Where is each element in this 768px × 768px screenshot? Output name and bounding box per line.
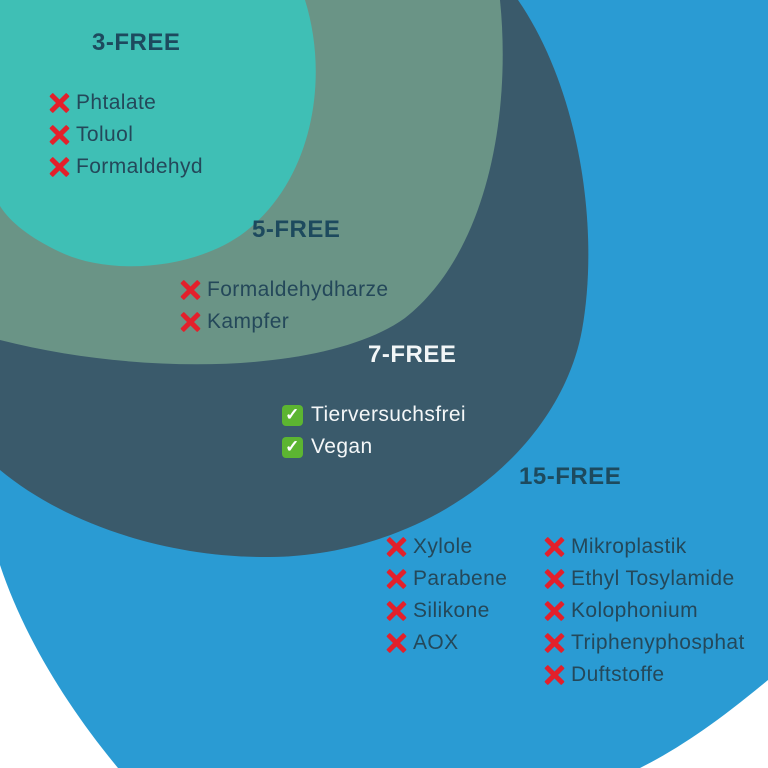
list-15-free-col1: Xylole Parabene Silikone AOX — [385, 531, 507, 659]
heading-3-free: 3-FREE — [92, 29, 181, 56]
item-label: Silikone — [413, 599, 490, 622]
list-item: Xylole — [385, 531, 507, 563]
cross-mark-icon — [179, 311, 201, 333]
list-item: Duftstoffe — [543, 659, 745, 691]
item-label: Duftstoffe — [571, 663, 665, 686]
list-15-free-col2: Mikroplastik Ethyl Tosylamide Kolophoniu… — [543, 531, 745, 691]
list-5-free: Formaldehydharze Kampfer — [179, 274, 389, 338]
list-item: Phtalate — [48, 87, 203, 119]
list-item: Kolophonium — [543, 595, 745, 627]
heading-5-free: 5-FREE — [252, 216, 341, 243]
item-label: Formaldehyd — [76, 155, 203, 178]
cross-mark-icon — [543, 600, 565, 622]
list-item: Mikroplastik — [543, 531, 745, 563]
cross-mark-icon — [48, 156, 70, 178]
cross-mark-icon — [543, 664, 565, 686]
item-label: Toluol — [76, 123, 134, 146]
list-item: Formaldehydharze — [179, 274, 389, 306]
list-item: Toluol — [48, 119, 203, 151]
heading-7-free: 7-FREE — [368, 341, 457, 368]
item-label: Kolophonium — [571, 599, 698, 622]
cross-mark-icon — [543, 568, 565, 590]
cross-mark-icon — [385, 600, 407, 622]
item-label: Mikroplastik — [571, 535, 687, 558]
cross-mark-icon — [48, 92, 70, 114]
cross-mark-icon — [385, 568, 407, 590]
cross-mark-icon — [543, 632, 565, 654]
list-item: Formaldehyd — [48, 151, 203, 183]
item-label: Kampfer — [207, 310, 290, 333]
list-item: Ethyl Tosylamide — [543, 563, 745, 595]
item-label: Triphenyphosphat — [571, 631, 745, 654]
list-item: Silikone — [385, 595, 507, 627]
cross-mark-icon — [543, 536, 565, 558]
list-3-free: Phtalate Toluol Formaldehyd — [48, 87, 203, 183]
item-label: Formaldehydharze — [207, 278, 389, 301]
item-label: Tierversuchsfrei — [311, 403, 466, 426]
item-label: Xylole — [413, 535, 473, 558]
item-label: Ethyl Tosylamide — [571, 567, 735, 590]
item-label: Parabene — [413, 567, 508, 590]
region-3-free — [0, 0, 316, 267]
cross-mark-icon — [385, 632, 407, 654]
list-item: Triphenyphosphat — [543, 627, 745, 659]
cross-mark-icon — [385, 536, 407, 558]
item-label: AOX — [413, 631, 459, 654]
cross-mark-icon — [179, 279, 201, 301]
list-item: ✓ Vegan — [282, 431, 466, 463]
check-mark-icon: ✓ — [282, 436, 303, 458]
list-7-free: ✓ Tierversuchsfrei ✓ Vegan — [282, 399, 466, 463]
item-label: Vegan — [311, 435, 373, 458]
list-item: ✓ Tierversuchsfrei — [282, 399, 466, 431]
list-item: Kampfer — [179, 306, 389, 338]
item-label: Phtalate — [76, 91, 157, 114]
cross-mark-icon — [48, 124, 70, 146]
list-item: Parabene — [385, 563, 507, 595]
check-mark-icon: ✓ — [282, 404, 303, 426]
list-item: AOX — [385, 627, 507, 659]
heading-15-free: 15-FREE — [519, 463, 622, 490]
